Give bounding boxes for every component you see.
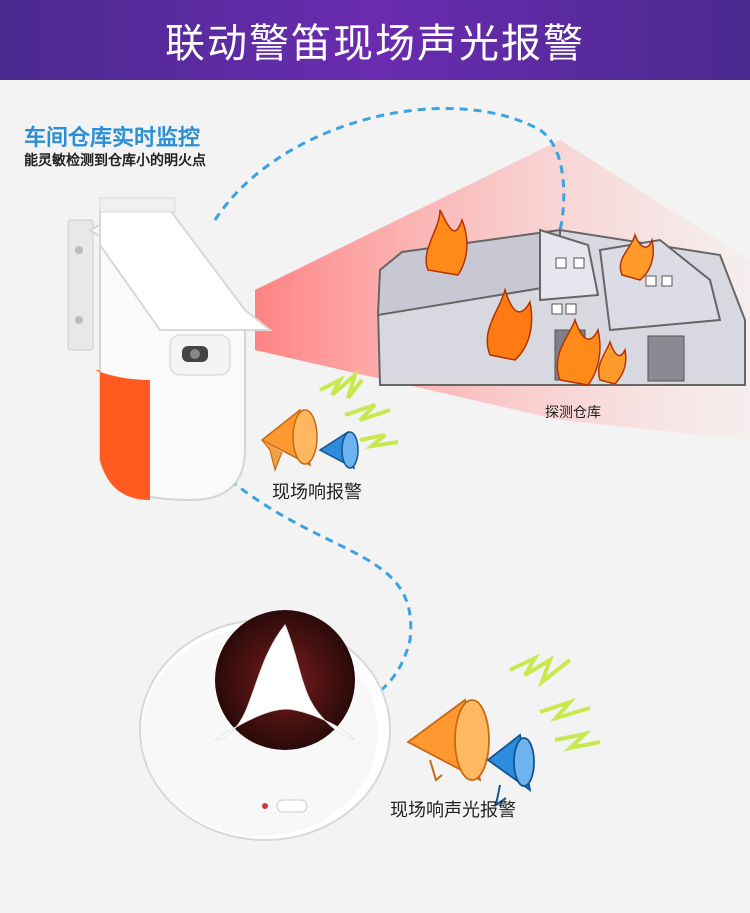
siren-alarm-label: 现场响声光报警 bbox=[390, 800, 516, 821]
wireless-link-bottom bbox=[229, 478, 413, 702]
sensor-alarm-label: 现场响报警 bbox=[272, 482, 362, 503]
lightning-icon bbox=[509, 653, 601, 752]
warehouse-label: 探测仓库 bbox=[545, 405, 601, 421]
illustration bbox=[67, 106, 750, 841]
banner-title: 联动警笛现场声光报警 bbox=[165, 21, 585, 67]
flame-icon bbox=[425, 209, 654, 386]
warehouse-icon bbox=[376, 228, 746, 386]
monitor-heading: 车间仓库实时监控 bbox=[24, 126, 201, 151]
smoke-detector-icon bbox=[67, 197, 273, 502]
megaphone-icon bbox=[260, 408, 359, 472]
wireless-link-top bbox=[213, 106, 566, 231]
monitor-description: 能灵敏检测到仓库小的明火点 bbox=[24, 153, 206, 169]
megaphone-icon bbox=[406, 698, 535, 808]
banner: 联动警笛现场声光报警 bbox=[0, 0, 750, 80]
scene: 车间仓库实时监控 能灵敏检测到仓库小的明火点 探测仓库 现场响报警 现场响声光报… bbox=[0, 80, 750, 913]
lightning-icon bbox=[319, 368, 399, 450]
siren-icon bbox=[139, 610, 391, 841]
